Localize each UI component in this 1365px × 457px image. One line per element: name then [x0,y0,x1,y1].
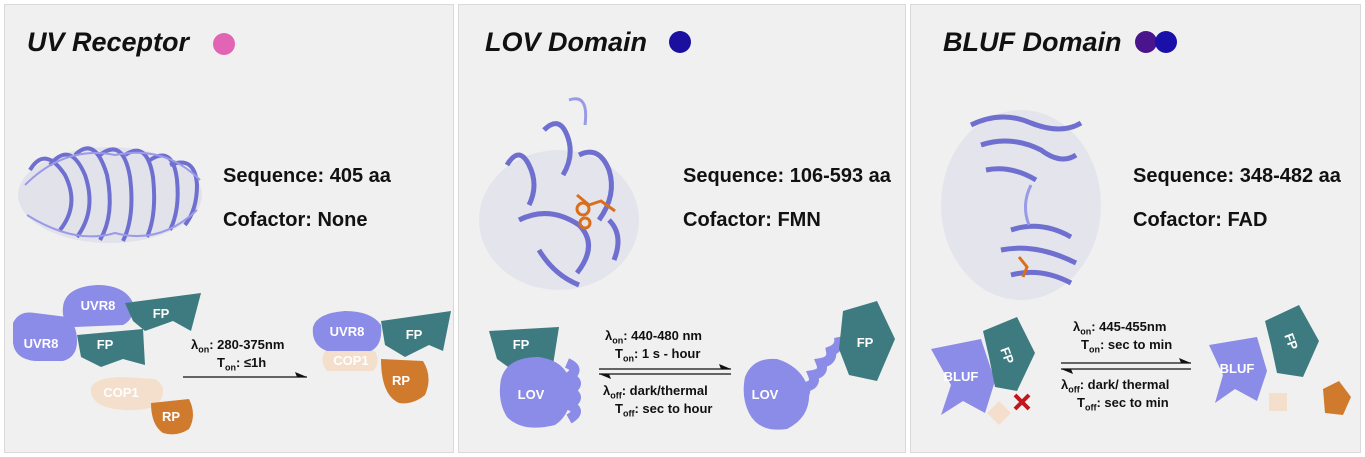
cop1-left-shape [90,377,164,411]
label-bluf-right: BLUF [1220,361,1255,376]
condition-off-time: Toff: sec to hour [615,401,713,419]
label-fp-left: FP [997,345,1017,366]
condition-on: λon: 280-375nm [191,337,285,355]
label-uvr8-top: UVR8 [81,298,116,313]
cofactor-right-shape [1269,393,1287,411]
label-fp-mid: FP [97,337,114,352]
fp-right-shape [381,311,451,357]
unbound-cross-icon [1013,393,1031,411]
fad-right-shape [1323,381,1351,415]
cofactor-label: Cofactor: FAD [1133,209,1268,231]
condition-on-time: Ton: 1 s - hour [615,346,701,364]
bluf-color-dot-1 [1135,31,1157,53]
uvr8-left-shape [13,312,77,361]
lov-right-shape [743,358,810,430]
label-fp-right: FP [1281,331,1301,352]
rp-left-shape [151,399,193,435]
cofactor-label: Cofactor: None [223,209,368,231]
cop1-right-shape [322,351,378,371]
bluf-right-shape [1209,337,1267,403]
bluf-domain-scene: BLUF FP BLUF FP [931,110,1351,425]
uvr8-structure-image [18,146,202,243]
uvr8-right-shape [312,311,382,351]
label-bluf-left: BLUF [944,369,979,384]
sequence-label: Sequence: 106-593 aa [683,165,891,187]
bluf-left-shape [931,339,995,415]
panel-bluf-domain: BLUF Domain [910,4,1361,453]
condition-on-time: Ton: sec to min [1081,337,1173,355]
cofactor-left-shape [987,401,1011,425]
bluf-structure-image [941,110,1101,300]
fp-left-shape [983,317,1035,391]
rp-right-shape [381,359,429,404]
lov-structure-image [479,97,639,290]
label-fp-left: FP [513,337,530,352]
label-uvr8-left: UVR8 [24,336,59,351]
condition-off: λoff: dark/ thermal [1061,377,1170,395]
label-fp-top: FP [153,306,170,321]
label-cop1-left: COP1 [103,385,138,400]
lov-domain-scene: FP LOV LOV FP [479,97,895,430]
label-rp-right: RP [392,373,410,388]
sequence-label: Sequence: 348-482 aa [1133,165,1341,187]
condition-off-time: Toff: sec to min [1077,395,1169,413]
panel-title: LOV Domain [485,27,648,57]
uvr8-top-shape [62,285,134,327]
panel-uv-receptor: UV Receptor [4,4,454,453]
panel-lov-domain: LOV Domain [458,4,906,453]
label-rp-left: RP [162,409,180,424]
cofactor-label: Cofactor: FMN [683,209,821,231]
label-fp-right: FP [406,327,423,342]
panel-title: UV Receptor [27,27,190,57]
fp-middle-shape [77,329,145,367]
panel-title: BLUF Domain [943,27,1122,57]
lov-color-dot [669,31,691,53]
sequence-label: Sequence: 405 aa [223,165,391,187]
label-cop1-right: COP1 [333,353,368,368]
condition-off: λoff: dark/thermal [603,383,708,401]
lov-left-shape [499,357,572,428]
condition-on: λon: 445-455nm [1073,319,1167,337]
fp-right-shape [1265,305,1319,377]
fp-top-shape [125,293,201,331]
label-lov-left: LOV [518,387,545,402]
uv-receptor-scene: UVR8 UVR8 FP FP COP1 RP UVR8 COP1 FP RP [13,146,451,435]
label-lov-right: LOV [752,387,779,402]
helix-right-shape [793,336,845,406]
label-uvr8-right: UVR8 [330,324,365,339]
condition-time: Ton: ≤1h [217,355,267,373]
fp-right-shape [839,301,895,381]
helix-left-shape [557,358,581,424]
condition-on: λon: 440-480 nm [605,328,702,346]
bluf-color-dot-2 [1155,31,1177,53]
label-fp-right: FP [857,335,874,350]
uv-color-dot [213,33,235,55]
